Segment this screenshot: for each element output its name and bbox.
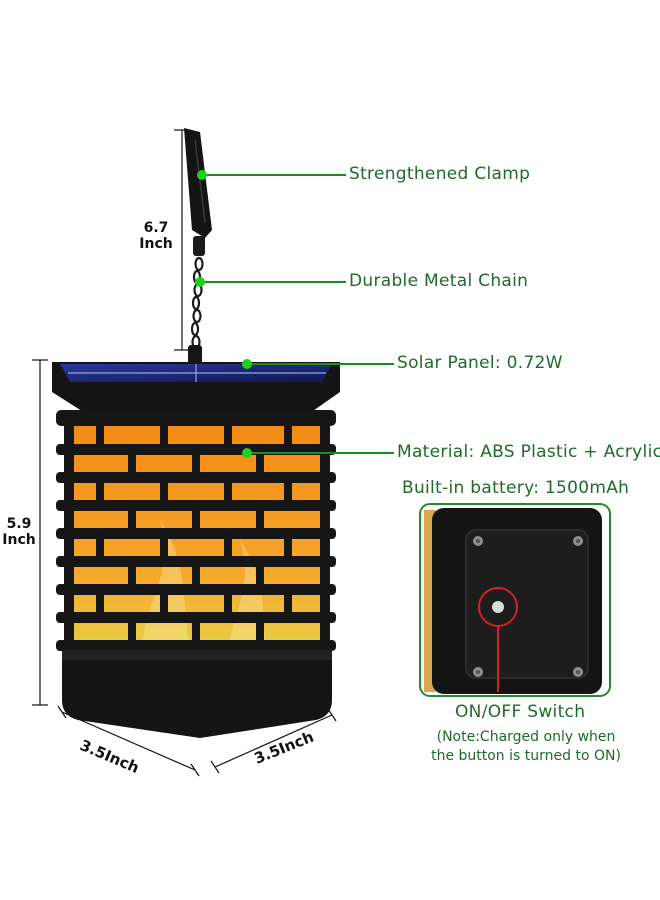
height-dimension-text: 5.9 Inch: [0, 516, 38, 548]
chain-dimension-unit: Inch: [139, 236, 173, 252]
height-dimension-line: [32, 359, 48, 706]
solar-panel-icon: [52, 345, 340, 420]
material-label: Material: ABS Plastic + Acrylic: [397, 442, 660, 462]
chain-label: Durable Metal Chain: [349, 271, 529, 291]
clamp-label: Strengthened Clamp: [349, 164, 531, 184]
chain-icon: [190, 256, 204, 350]
solar-panel-label: Solar Panel: 0.72W: [397, 353, 563, 373]
switch-label: ON/OFF Switch: [455, 702, 586, 722]
leader-dots: [195, 170, 252, 458]
switch-note: (Note:Charged only when the button is tu…: [426, 728, 626, 766]
battery-label: Built-in battery: 1500mAh: [402, 478, 630, 498]
height-dimension-unit: Inch: [2, 532, 36, 548]
chain-dimension-value: 6.7: [143, 220, 169, 236]
lantern-icon: [56, 410, 336, 738]
height-dimension-value: 5.9: [6, 516, 32, 532]
switch-note-line-2: the button is turned to ON): [431, 748, 621, 764]
leader-lines: [200, 174, 394, 454]
clamp-icon: [184, 128, 212, 256]
chain-dimension-text: 6.7 Inch: [132, 220, 180, 252]
switch-note-line-1: (Note:Charged only when: [436, 729, 616, 745]
power-switch-icon: [478, 587, 518, 692]
